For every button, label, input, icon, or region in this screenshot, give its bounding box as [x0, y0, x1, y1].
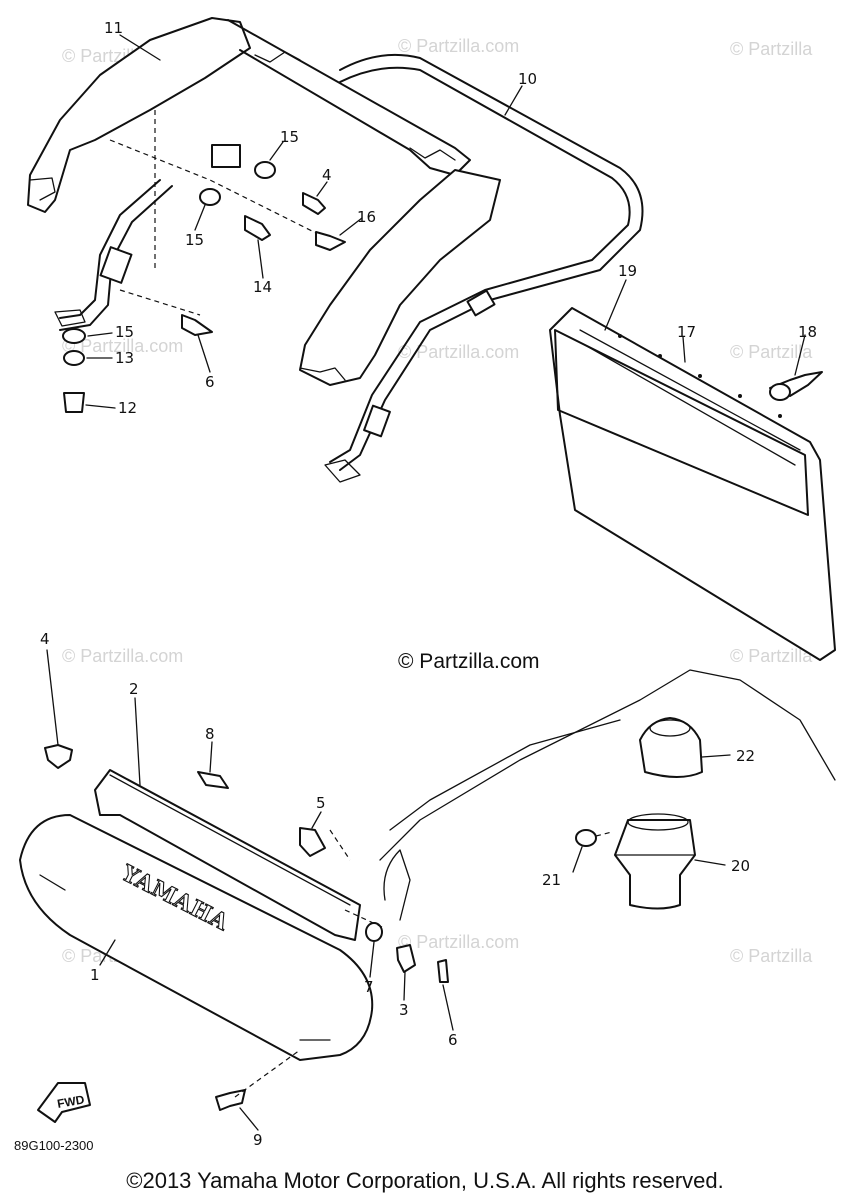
bracket-part-2 — [94, 769, 361, 941]
callout-22: 22 — [736, 747, 755, 765]
watermark: © Partzilla — [730, 39, 813, 59]
watermark: © Partzilla.com — [62, 336, 183, 356]
callout-15: 15 — [185, 231, 204, 249]
leader-lines — [46, 34, 806, 1131]
bolt-12 — [63, 392, 85, 413]
forward-arrow-label: FWD — [56, 1092, 86, 1111]
watermark: © Partzilla — [730, 946, 813, 966]
callout-6: 6 — [448, 1031, 458, 1049]
callout-20: 20 — [731, 857, 750, 875]
watermark: © Partzilla — [730, 342, 813, 362]
callout-13: 13 — [115, 349, 134, 367]
callout-2: 2 — [129, 680, 139, 698]
left-pad-part-11 — [27, 17, 251, 213]
callout-18: 18 — [798, 323, 817, 341]
clip-part-5 — [299, 827, 326, 857]
flap-plate-part-17 — [554, 329, 809, 516]
screw-part-9 — [215, 1089, 246, 1111]
watermark: © Partzilla.com — [62, 646, 183, 666]
washer-15 — [199, 188, 221, 206]
rivet-16 — [315, 231, 346, 251]
callout-21: 21 — [542, 871, 561, 889]
mud-flap-part-19 — [549, 307, 836, 661]
watermark: © Partzilla.com — [398, 342, 519, 362]
callout-4: 4 — [322, 166, 332, 184]
callout-10: 10 — [518, 70, 537, 88]
callout-1: 1 — [90, 966, 100, 984]
callout-9: 9 — [253, 1131, 263, 1149]
washer-15 — [254, 161, 276, 179]
center-watermark: © Partzilla.com — [398, 650, 540, 673]
watermark: © Partzilla — [730, 646, 813, 666]
rivet-6 — [181, 314, 213, 336]
nut-15 — [62, 328, 86, 344]
bolt-14 — [244, 215, 271, 241]
bolt-4 — [302, 192, 326, 215]
callout-6: 6 — [205, 373, 215, 391]
right-pad — [299, 169, 501, 386]
mud-flap-assembly — [549, 307, 836, 661]
front-bumper-part-1 — [19, 814, 374, 1061]
grab-rail-part-10 — [339, 53, 644, 471]
copyright-notice: ©2013 Yamaha Motor Corporation, U.S.A. A… — [126, 1168, 724, 1193]
drawing-code: 89G100-2300 — [14, 1138, 94, 1153]
plug-part-21 — [575, 829, 597, 847]
washer-13 — [63, 350, 85, 366]
left-strut — [59, 179, 161, 319]
callout-12: 12 — [118, 399, 137, 417]
rear-carrier-assembly — [27, 17, 644, 483]
clip-part-3 — [396, 944, 416, 973]
label-part-8 — [197, 771, 229, 789]
callout-16: 16 — [357, 208, 376, 226]
front-bumper-assembly: YAMAHA — [19, 669, 836, 1123]
callout-labels: 11 10 15 4 15 14 16 6 15 13 12 19 17 18 … — [40, 19, 817, 1149]
upper-hardware — [62, 161, 346, 413]
cap-part-22 — [639, 717, 703, 778]
callout-7: 7 — [364, 978, 374, 996]
fitting-part-20 — [614, 819, 696, 910]
watermark: © Partzilla.com — [398, 932, 519, 952]
forward-arrow-icon — [37, 1082, 91, 1123]
callout-19: 19 — [618, 262, 637, 280]
callout-14: 14 — [253, 278, 272, 296]
callout-3: 3 — [399, 1001, 409, 1019]
hull-outline — [379, 669, 836, 861]
callout-15: 15 — [115, 323, 134, 341]
pin-part-6 — [437, 959, 449, 983]
tag-part-4 — [44, 744, 73, 769]
callout-15: 15 — [280, 128, 299, 146]
callout-4: 4 — [40, 630, 50, 648]
callout-17: 17 — [677, 323, 696, 341]
watermark: © Partzilla.com — [398, 36, 519, 56]
callout-11: 11 — [104, 19, 123, 37]
callout-5: 5 — [316, 794, 326, 812]
callout-8: 8 — [205, 725, 215, 743]
